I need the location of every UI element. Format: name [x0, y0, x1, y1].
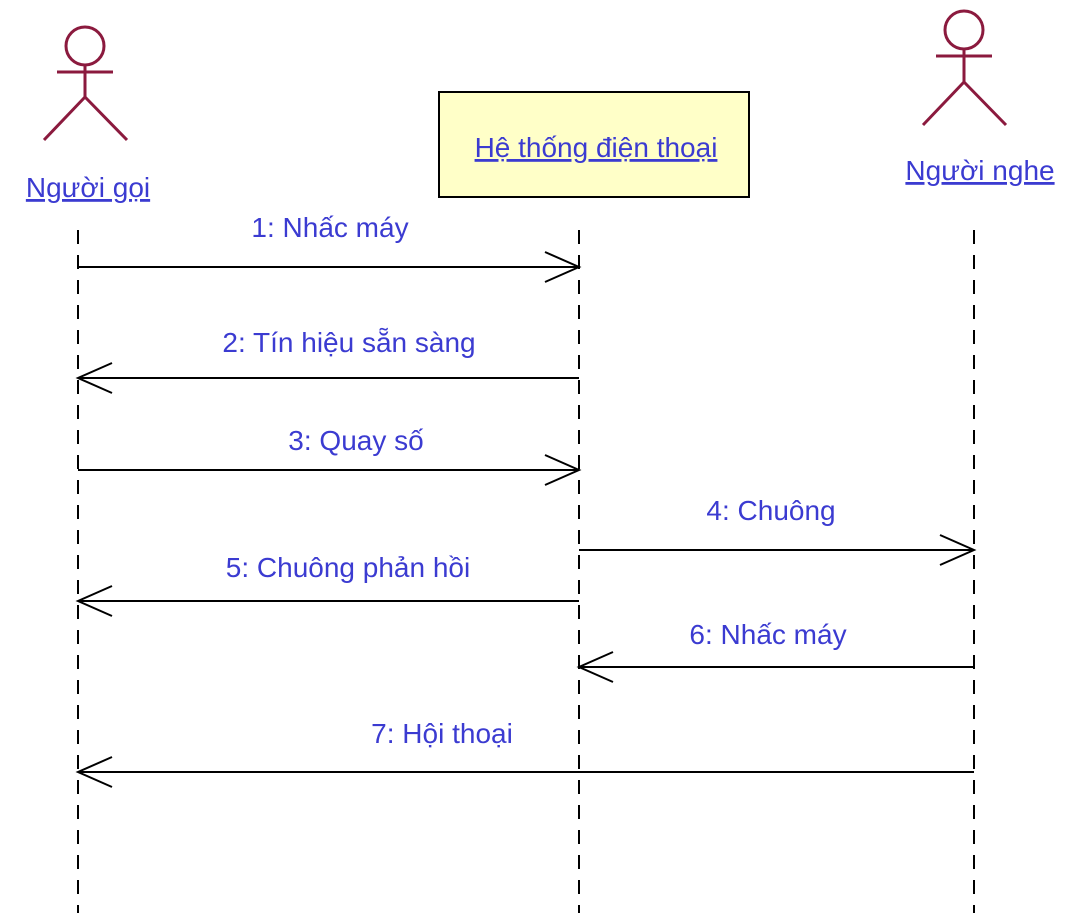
- message-2-label: 2: Tín hiệu sẵn sàng: [222, 327, 475, 358]
- message-5: 5: Chuông phản hồi: [75, 552, 579, 617]
- listener-actor-icon: [921, 9, 1008, 127]
- listener-label[interactable]: Người nghe: [905, 155, 1054, 186]
- message-2: 2: Tín hiệu sẵn sàng: [75, 327, 579, 394]
- message-4-label: 4: Chuông: [706, 495, 835, 526]
- message-7-label: 7: Hội thoại: [371, 718, 513, 749]
- message-6: 6: Nhấc máy: [576, 619, 974, 683]
- message-5-label: 5: Chuông phản hồi: [226, 552, 470, 583]
- message-6-label: 6: Nhấc máy: [689, 619, 846, 650]
- message-1-label: 1: Nhấc máy: [251, 212, 408, 243]
- caller-actor-icon: [42, 25, 129, 142]
- message-3: 3: Quay số: [78, 425, 582, 486]
- message-1: 1: Nhấc máy: [78, 212, 582, 283]
- message-3-label: 3: Quay số: [288, 425, 424, 456]
- message-4: 4: Chuông: [579, 495, 977, 566]
- caller-label[interactable]: Người gọi: [26, 172, 150, 203]
- message-7: 7: Hội thoại: [75, 718, 974, 788]
- phone-system-box: [438, 91, 750, 198]
- phone-system-label[interactable]: Hệ thống điện thoại: [475, 132, 718, 163]
